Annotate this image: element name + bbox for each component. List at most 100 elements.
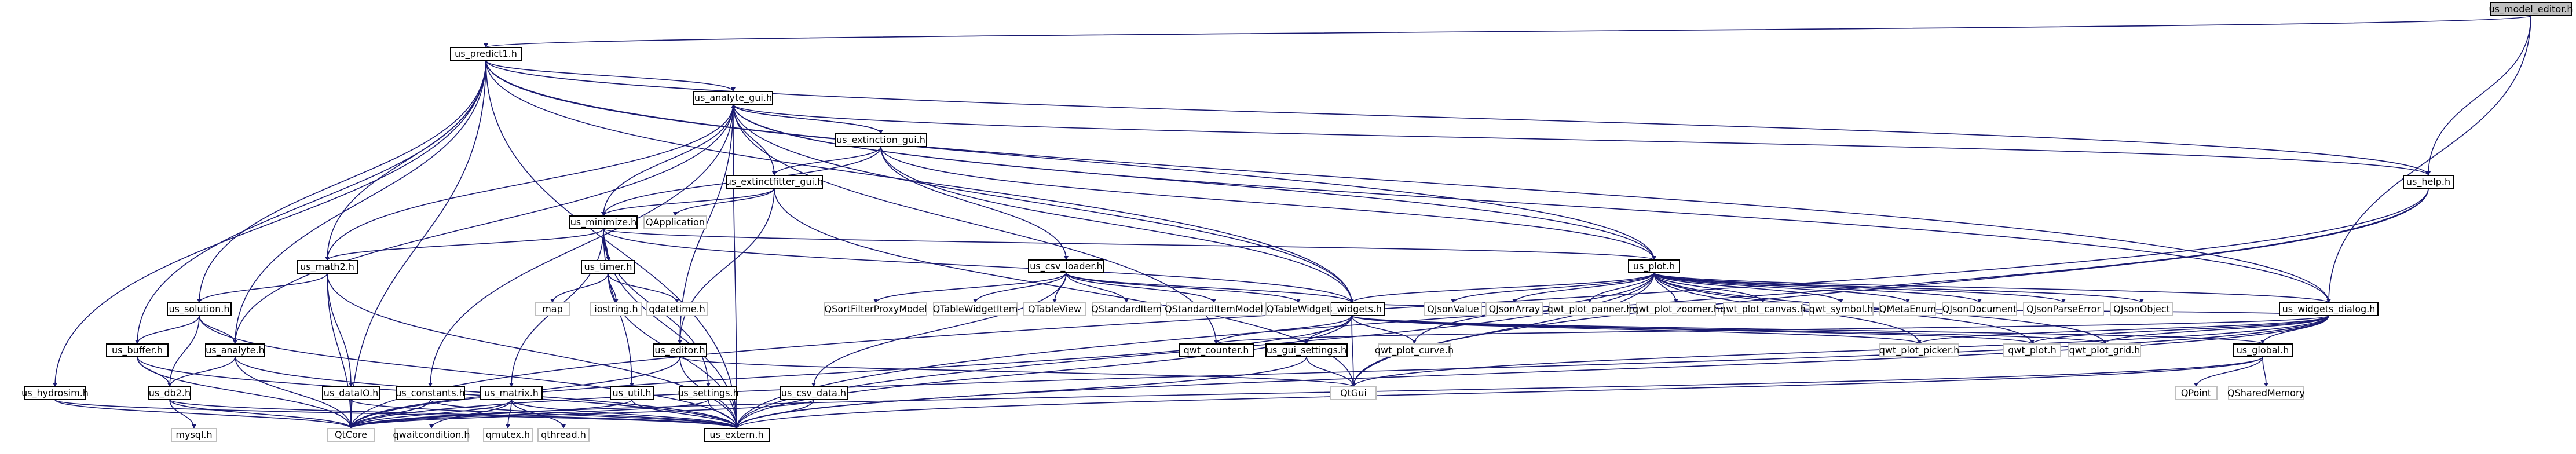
edge-analyte_gui-to-plot	[733, 104, 1655, 261]
node-analyte-gui[interactable]: us_analyte_gui.h	[693, 91, 773, 105]
node-qwt-plot: qwt_plot.h	[2003, 343, 2061, 357]
edge-arrowhead	[2260, 340, 2265, 344]
node-model-editor[interactable]: us_model_editor.h	[2489, 2, 2573, 16]
edge-arrowhead	[1451, 299, 1455, 303]
node-label: QJsonValue	[1427, 303, 1479, 314]
node-box	[590, 302, 642, 316]
node-qsortfilterproxymodel: QSortFilterProxyModel	[824, 302, 927, 316]
node-analyte[interactable]: us_analyte.h	[205, 343, 265, 357]
edge-global-to-qsharedmemory	[2262, 356, 2267, 387]
node-label: us_help.h	[2406, 176, 2450, 188]
node-qjsonvalue: QJsonValue	[1424, 302, 1482, 316]
node-matrix[interactable]: us_matrix.h	[480, 386, 543, 400]
edge-arrowhead	[349, 424, 353, 429]
node-extern[interactable]: us_extern.h	[704, 428, 770, 442]
node-qjsonobject: QJsonObject	[2110, 302, 2174, 316]
node-box	[297, 260, 358, 274]
edge-settings-to-qtcore	[350, 399, 709, 429]
edge-arrowhead	[506, 424, 510, 429]
node-buffer[interactable]: us_buffer.h	[106, 343, 169, 357]
node-box	[1628, 259, 1680, 273]
node-label: us_model_editor.h	[2489, 3, 2573, 15]
node-label: us_csv_data.h	[781, 387, 846, 399]
node-global[interactable]: us_global.h	[2233, 343, 2293, 357]
node-db2[interactable]: us_db2.h	[148, 386, 191, 400]
node-extinctfitter-gui[interactable]: us_extinctfitter_gui.h	[726, 175, 823, 189]
node-label: QStandardItem	[1091, 303, 1162, 314]
edge-arrowhead	[873, 299, 878, 303]
edge-widgets_dialog-to-qwt_counter	[1216, 315, 2329, 345]
edge-solution-to-db2	[169, 315, 200, 387]
node-label: qwaitcondition.h	[393, 429, 470, 440]
node-label: us_editor.h	[654, 345, 705, 356]
node-math2[interactable]: us_math2.h	[297, 260, 358, 274]
node-editor[interactable]: us_editor.h	[653, 343, 707, 357]
node-box	[1265, 343, 1348, 357]
node-hydrosim[interactable]: us_hydrosim.h	[21, 386, 89, 400]
node-qtablewidget: QTableWidget	[1265, 302, 1331, 316]
node-label: qwt_plot_grid.h	[2069, 345, 2140, 356]
node-box	[322, 386, 380, 400]
edge-arrowhead	[428, 383, 433, 387]
node-qmetaenum: QMetaEnum	[1879, 302, 1936, 316]
node-widgets-dialog[interactable]: us_widgets_dialog.h	[2279, 302, 2379, 316]
node-box	[2023, 302, 2104, 316]
node-minimize[interactable]: us_minimize.h	[569, 215, 638, 229]
edge-csv_loader-to-qtablewidget	[1066, 272, 1299, 303]
edge-arrowhead	[1917, 340, 1922, 344]
edge-arrowhead	[1214, 340, 1219, 344]
node-dataio[interactable]: us_dataIO.h	[322, 386, 380, 400]
edge-arrowhead	[1674, 299, 1678, 303]
node-plot[interactable]: us_plot.h	[1628, 259, 1680, 273]
node-csv-loader[interactable]: us_csv_loader.h	[1028, 259, 1104, 273]
node-label: iostring.h	[594, 303, 638, 314]
edge-widgets-to-qwt_counter	[1216, 315, 1352, 345]
node-qtgui: QtGui	[1330, 386, 1377, 400]
edge-csv_loader-to-qsortfilterproxymodel	[875, 272, 1067, 303]
node-predict1[interactable]: us_predict1.h	[450, 47, 522, 61]
node-label: us_analyte_gui.h	[694, 92, 772, 104]
node-box	[2228, 386, 2304, 400]
node-label: QMetaEnum	[1879, 303, 1936, 314]
node-csv-data[interactable]: us_csv_data.h	[780, 386, 848, 400]
node-gui-settings[interactable]: us_gui_settings.h	[1265, 343, 1348, 357]
node-timer[interactable]: us_timer.h	[581, 260, 635, 274]
node-box	[106, 343, 169, 357]
node-label: qwt_plot_zoomer.h	[1633, 303, 1719, 315]
node-label: QtCore	[335, 429, 367, 440]
node-box	[933, 302, 1018, 316]
node-qwaitcondition: qwaitcondition.h	[393, 428, 470, 442]
edge-arrowhead	[673, 212, 678, 216]
edge-plot-to-qjsonarray	[1514, 272, 1655, 303]
edge-arrowhead	[1839, 299, 1843, 303]
node-help[interactable]: us_help.h	[2403, 175, 2454, 189]
node-label: QJsonDocument	[1942, 303, 2017, 314]
edge-dataio-to-extern	[350, 399, 737, 429]
node-label: us_extinction_gui.h	[836, 134, 925, 146]
node-constants[interactable]: us_constants.h	[396, 386, 465, 400]
node-settings[interactable]: us_settings.h	[678, 386, 739, 400]
edge-plot-to-qjsondocument	[1653, 272, 1980, 303]
node-box	[824, 302, 927, 316]
node-qwt-plot-panner: qwt_plot_panner.h	[1547, 302, 1633, 316]
node-label: QJsonArray	[1489, 303, 1541, 314]
node-box	[1636, 302, 1716, 316]
node-label: us_util.h	[612, 387, 651, 399]
edge-arrowhead	[2030, 340, 2035, 344]
edge-arrowhead	[509, 383, 514, 387]
node-qtablewidgetitem: QTableWidgetItem	[933, 302, 1018, 316]
edge-widgets-to-qwt_plot_curve	[1351, 315, 1415, 345]
edge-math2-to-solution	[199, 273, 328, 303]
node-qwt-counter[interactable]: qwt_counter.h	[1179, 343, 1254, 357]
edge-arrowhead	[1052, 299, 1057, 303]
edge-extinction_gui-to-analyte_gui	[733, 104, 881, 134]
node-util[interactable]: us_util.h	[610, 386, 654, 400]
edge-extinctfitter_gui-to-minimize	[603, 188, 775, 217]
node-solution[interactable]: us_solution.h	[167, 302, 232, 316]
node-label: us_dataIO.h	[324, 387, 378, 399]
edge-arrowhead	[2326, 299, 2331, 303]
node-extinction-gui[interactable]: us_extinction_gui.h	[835, 133, 927, 147]
edge-plot-to-qwt_plot_panner	[1589, 272, 1655, 303]
node-label: qwt_plot_panner.h	[1547, 303, 1633, 315]
edge-minimize-to-widgets	[603, 228, 1352, 303]
